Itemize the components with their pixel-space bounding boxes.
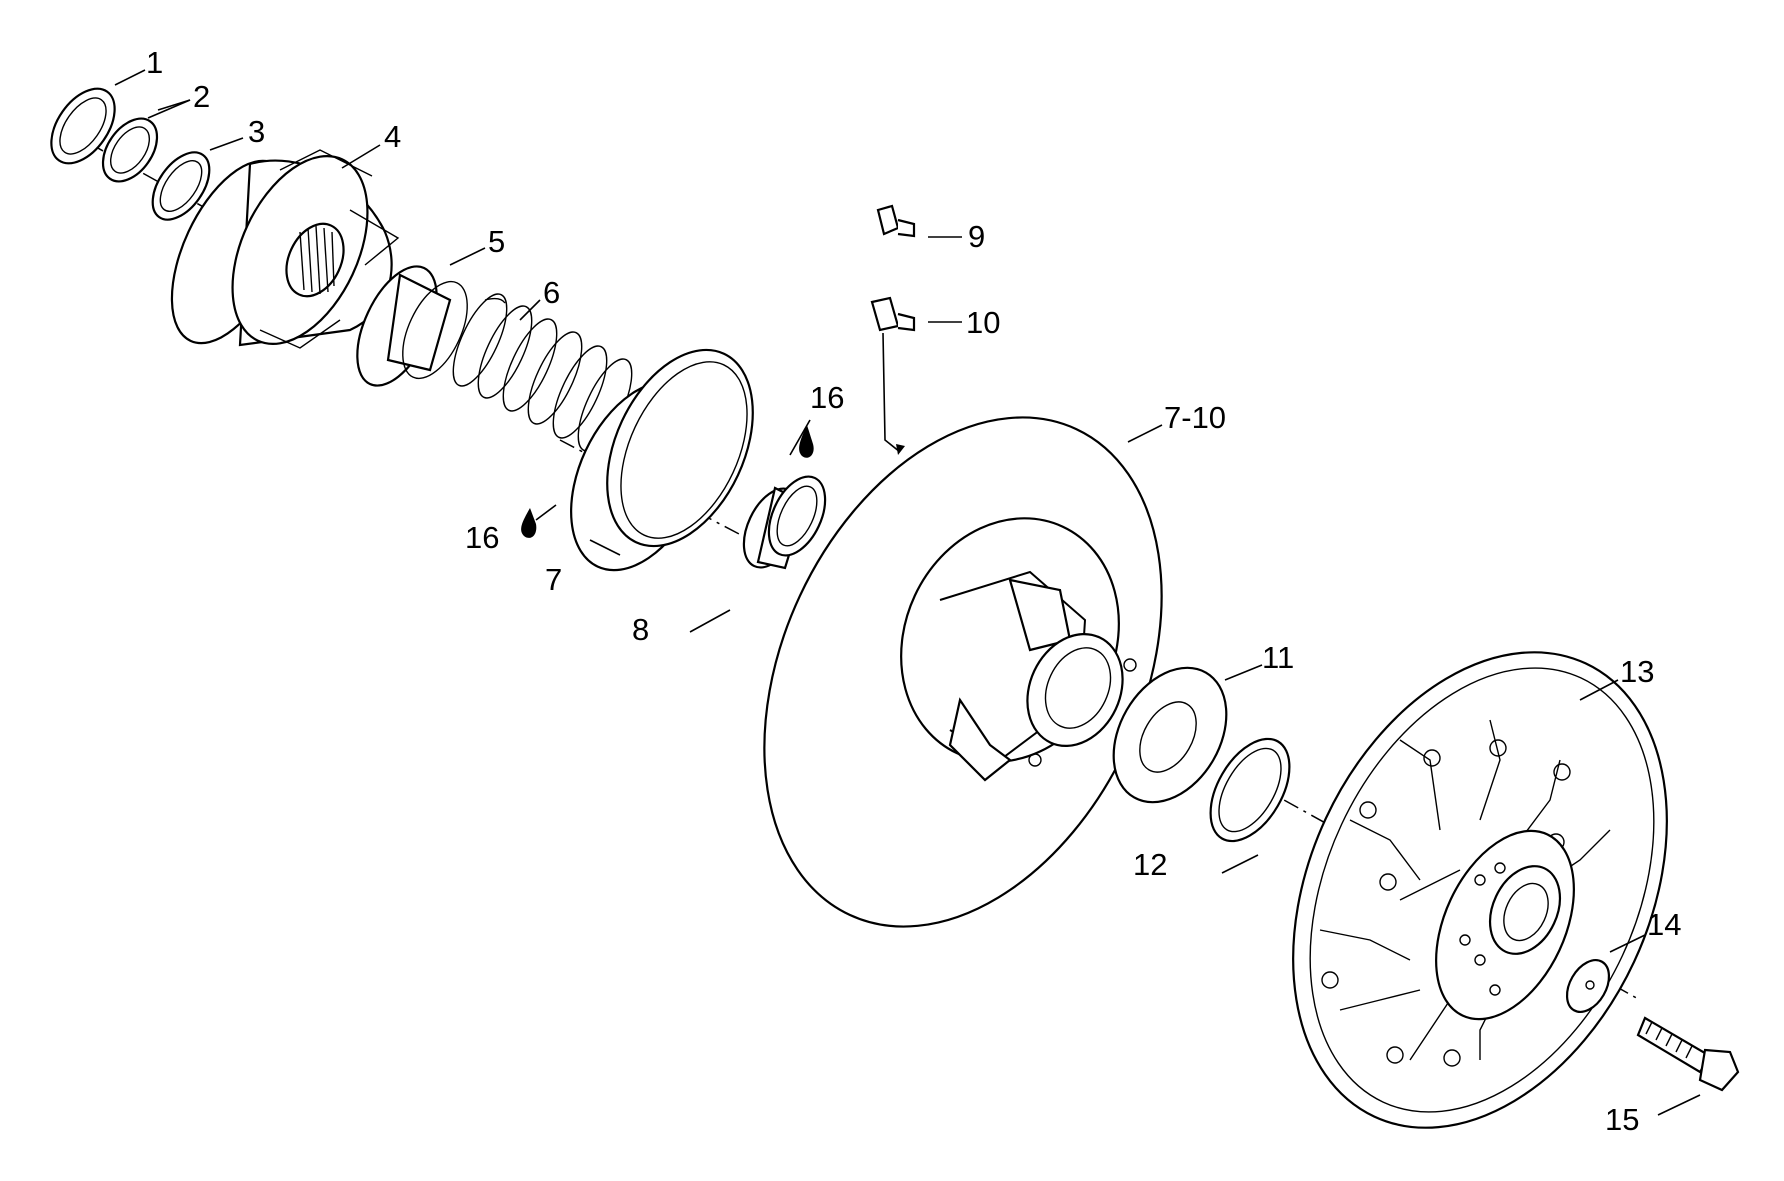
leader-lines: [114, 69, 1701, 1116]
part-6-spring: [452, 293, 633, 452]
part-7-bushing-ring: [570, 348, 754, 572]
part-9-slider-button: [876, 204, 916, 238]
insertion-arrow: [882, 332, 905, 455]
part-11-washer: [1112, 666, 1228, 804]
callout-16: 16: [810, 380, 844, 415]
part-7-10-sliding-half: [763, 416, 1163, 928]
part-15-bolt: [1636, 1016, 1740, 1092]
callout-8: 8: [632, 612, 649, 647]
callout-13: 13: [1620, 654, 1654, 689]
callout-7-10: 7-10: [1164, 400, 1226, 435]
part-4-cam: [170, 149, 400, 349]
callout-3: 3: [248, 114, 265, 149]
callout-6: 6: [543, 275, 560, 310]
callout-15: 15: [1605, 1102, 1639, 1137]
part-8-bushing: [742, 475, 827, 570]
callout-14: 14: [1647, 907, 1681, 942]
part-14-washer: [1565, 959, 1611, 1013]
part-2-split-ring: [101, 117, 159, 183]
part-3-ring: [151, 151, 211, 221]
part-1-retaining-ring: [50, 87, 116, 165]
callout-12: 12: [1133, 847, 1167, 882]
callout-11: 11: [1262, 640, 1294, 675]
callout-16: 16: [465, 520, 499, 555]
callout-9: 9: [968, 219, 985, 254]
callout-labels: 1 2 3 4 5 6 7 8 9 10 7-10 11 12 13 14 15…: [146, 45, 1681, 1137]
part-12-ring: [1209, 737, 1291, 843]
part-10-slider-button: [870, 296, 916, 332]
part-13-fixed-half: [1292, 651, 1668, 1129]
callout-7: 7: [545, 562, 562, 597]
callout-10: 10: [966, 305, 1000, 340]
callout-5: 5: [488, 224, 505, 259]
part-5-sleeve: [356, 265, 468, 387]
callout-2: 2: [193, 79, 210, 114]
callout-4: 4: [384, 119, 401, 154]
grease-drop-icon: [799, 425, 814, 458]
callout-1: 1: [146, 45, 163, 80]
grease-drop-icon: [521, 508, 537, 538]
